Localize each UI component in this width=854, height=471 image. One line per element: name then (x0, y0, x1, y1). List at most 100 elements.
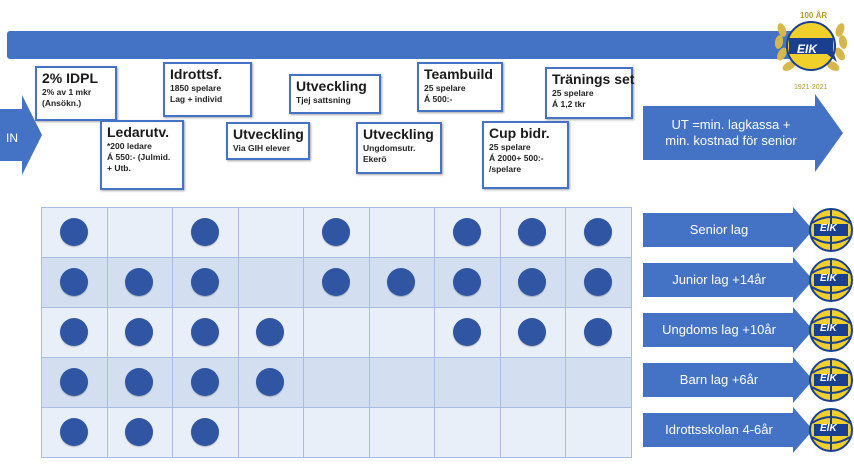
club-logo-text: EIK (820, 323, 837, 334)
funding-box-title: Tränings set (552, 71, 635, 87)
out-arrow: UT =min. lagkassa + min. kostnad för sen… (643, 94, 843, 172)
allocation-dot (256, 318, 285, 346)
row-label-arrow: Senior lag (643, 207, 813, 253)
funding-box-cup: Cup bidr. 25 spelare Á 2000+ 500:- /spel… (482, 121, 569, 189)
in-arrow-label: IN (6, 131, 18, 145)
logo-anniversary-text: 100 ÅR (800, 11, 828, 20)
funding-box-desc: 25 spelare Á 1,2 tkr (552, 88, 594, 109)
matrix-cell (172, 307, 239, 358)
funding-box-desc: *200 ledare Á 550:- (Julmid. + Utb. (107, 141, 171, 173)
club-logo-text: EIK (820, 223, 837, 234)
allocation-dot (518, 268, 547, 296)
row-label: Junior lag +14år (672, 272, 766, 287)
funding-box-desc: Via GIH elever (233, 143, 291, 153)
allocation-dot (190, 318, 219, 346)
funding-box-dev-girls: Utveckling Tjej sattsning (289, 74, 381, 114)
allocation-dot (583, 268, 612, 296)
club-logo-text: EIK (820, 373, 837, 384)
funding-box-desc: 2% av 1 mkr (Ansökn.) (42, 87, 92, 108)
funding-box-desc: Ungdomsutr. Ekerö (363, 143, 416, 164)
matrix-cell (303, 307, 370, 358)
funding-box-title: Ledarutv. (107, 124, 169, 140)
row-label-arrow: Idrottsskolan 4-6år (643, 407, 813, 453)
allocation-dot (59, 418, 88, 446)
row-label: Senior lag (689, 222, 749, 237)
matrix-cell (303, 407, 370, 458)
allocation-dot (321, 268, 350, 296)
funding-box-title: Cup bidr. (489, 125, 550, 141)
in-arrow (0, 95, 42, 175)
matrix-cell (565, 357, 632, 408)
matrix-cell (368, 207, 435, 258)
row-label-arrow: Barn lag +6år (643, 357, 813, 403)
matrix-cell (106, 307, 173, 358)
matrix-cell (499, 407, 566, 458)
matrix-cell (237, 207, 304, 258)
club-logo-icon: EIK (808, 357, 854, 403)
allocation-dot (583, 318, 612, 346)
out-arrow-line1: UT =min. lagkassa + (671, 117, 791, 132)
matrix-cell (368, 307, 435, 358)
funding-box-title: 2% IDPL (42, 70, 99, 86)
allocation-dot (59, 368, 88, 396)
matrix-cell (106, 207, 173, 258)
club-logo-icon: EIK (808, 257, 854, 303)
matrix-cell (368, 357, 435, 408)
allocation-dot (518, 218, 547, 246)
allocation-dot (190, 418, 219, 446)
matrix-cell (565, 407, 632, 458)
funding-box-title: Utveckling (363, 126, 434, 142)
allocation-dot (125, 268, 154, 296)
matrix-cell (41, 257, 108, 308)
allocation-dot (190, 218, 219, 246)
allocation-dot (59, 318, 88, 346)
funding-box-teambuild: Teambuild 25 spelare Á 500:- (417, 62, 503, 112)
matrix-cell (303, 357, 370, 408)
funding-box-title: Idrottsf. (170, 66, 223, 82)
allocation-dot (452, 318, 481, 346)
allocation-dot (256, 368, 285, 396)
funding-box-leader-dev: Ledarutv. *200 ledare Á 550:- (Julmid. +… (100, 120, 184, 190)
matrix-cell (434, 357, 501, 408)
matrix-cell (499, 357, 566, 408)
allocation-dot (190, 268, 219, 296)
row-label: Ungdoms lag +10år (662, 322, 776, 337)
allocation-dot (125, 418, 154, 446)
club-logo-text: EIK (820, 273, 837, 284)
club-logo-icon: EIK (808, 407, 854, 453)
allocation-dot (583, 218, 612, 246)
matrix-cell (237, 257, 304, 308)
allocation-dot (452, 268, 481, 296)
allocation-dot (190, 368, 219, 396)
allocation-dot (387, 268, 416, 296)
row-label: Idrottsskolan 4-6år (665, 422, 773, 437)
funding-box-title: Utveckling (296, 78, 367, 94)
funding-box-sports-fed: Idrottsf. 1850 spelare Lag + individ (163, 62, 252, 117)
out-arrow-line2: min. kostnad för senior (665, 133, 797, 148)
matrix-cell (237, 407, 304, 458)
funding-box-desc: 25 spelare Á 500:- (424, 83, 466, 104)
funding-box-training-set: Tränings set 25 spelare Á 1,2 tkr (545, 67, 635, 119)
top-banner-bar (7, 31, 797, 59)
row-label: Barn lag +6år (679, 372, 759, 387)
allocation-dot (125, 368, 154, 396)
row-label-arrow: Junior lag +14år (643, 257, 813, 303)
funding-box-dev-gih: Utveckling Via GIH elever (226, 122, 310, 160)
allocation-dot (452, 218, 481, 246)
funding-box-desc: Tjej sattsning (296, 95, 351, 105)
funding-box-idpl: 2% IDPL 2% av 1 mkr (Ansökn.) (35, 66, 117, 121)
logo-years-text: 1921-2021 (794, 84, 828, 91)
allocation-dot (59, 268, 88, 296)
funding-box-title: Teambuild (424, 66, 493, 82)
club-logo-icon: EIK (808, 307, 854, 353)
matrix-cell (41, 407, 108, 458)
funding-box-desc: 25 spelare Á 2000+ 500:- /spelare (489, 142, 544, 174)
funding-box-desc: 1850 spelare Lag + individ (170, 83, 223, 104)
allocation-dot (518, 318, 547, 346)
allocation-dot (59, 218, 88, 246)
logo-brand-text: EIK (797, 42, 818, 56)
row-label-arrow: Ungdoms lag +10år (643, 307, 813, 353)
matrix-cell (368, 407, 435, 458)
funding-box-dev-youth: Utveckling Ungdomsutr. Ekerö (356, 122, 442, 174)
matrix-cell (368, 257, 435, 308)
